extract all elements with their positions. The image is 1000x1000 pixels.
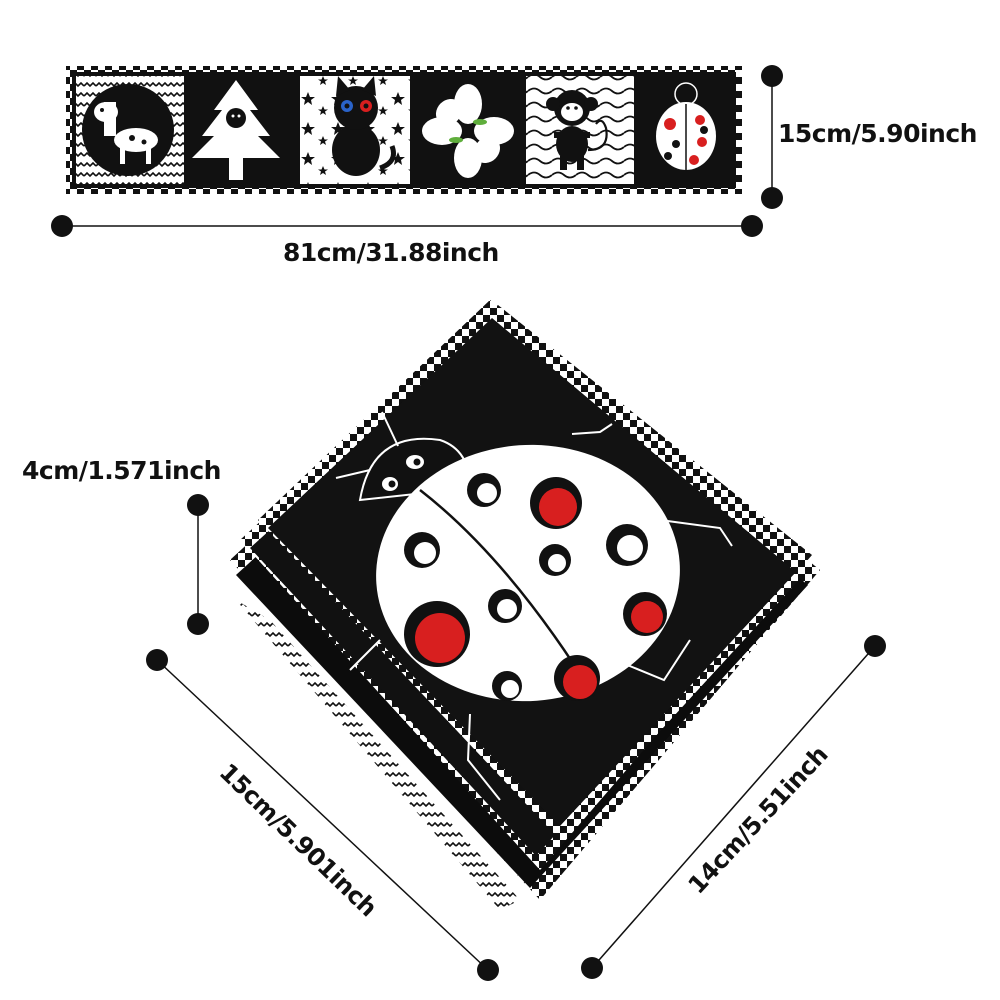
book-width-line xyxy=(146,649,499,981)
strip-height-label: 15cm/5.90inch xyxy=(778,119,977,148)
ladybug-cover-icon xyxy=(335,411,733,801)
flower-icon xyxy=(414,76,522,184)
strip-height-line xyxy=(761,65,783,209)
tree-icon xyxy=(188,76,296,184)
monkey-icon xyxy=(526,76,634,184)
giraffe-icon xyxy=(76,76,184,184)
strip-length-label: 81cm/31.88inch xyxy=(283,238,499,267)
strip-length-line xyxy=(51,215,763,237)
book-height-line xyxy=(581,635,886,979)
book-thickness-line xyxy=(187,494,209,635)
folded-book xyxy=(230,300,820,910)
fabric-strip xyxy=(66,66,742,194)
book-thickness-label: 4cm/1.571inch xyxy=(22,456,221,485)
cat-icon xyxy=(300,76,410,184)
ladybug-icon xyxy=(638,76,736,184)
red-spots xyxy=(404,477,667,701)
black-spots xyxy=(404,473,648,701)
